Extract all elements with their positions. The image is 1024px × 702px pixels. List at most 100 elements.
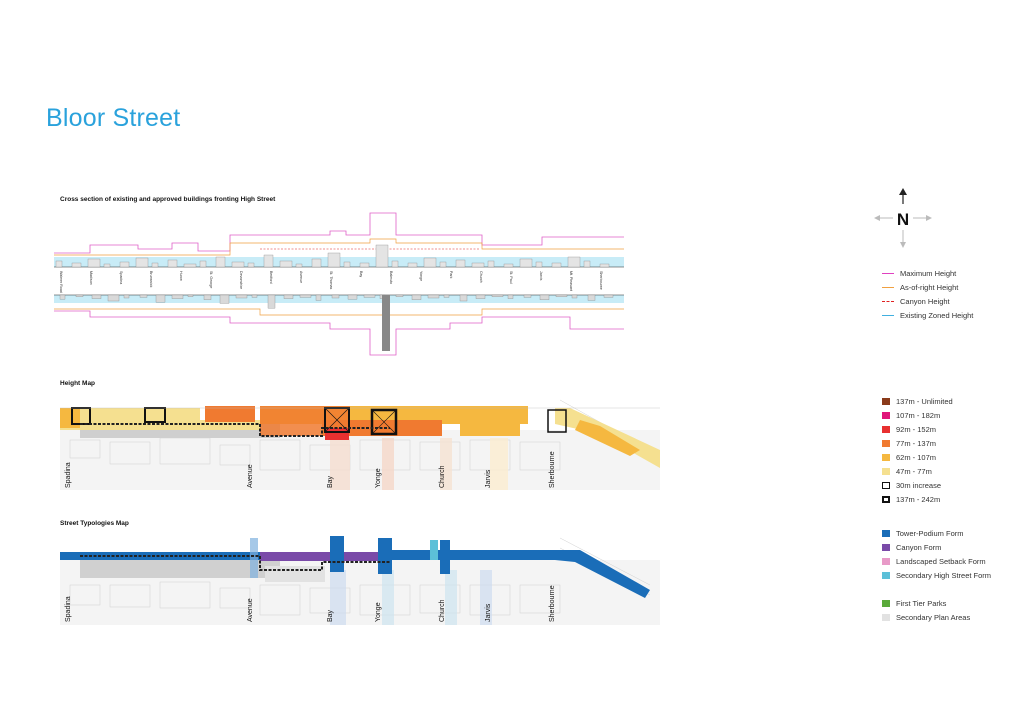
legend-item: Secondary High Street Form [882,568,991,582]
building-silhouette [171,294,184,299]
building-silhouette [215,256,226,268]
building-silhouette [523,294,532,298]
legend-item: Canyon Form [882,540,991,554]
street-label: Brunswick [149,271,153,288]
legend-item: Landscaped Setback Form [882,554,991,568]
legend-label: 107m - 182m [896,410,941,420]
street-label: Church [479,271,483,283]
building-silhouette [471,262,485,268]
street-label: Jarvis [539,271,543,281]
street-label: Park [449,271,453,279]
street-label: Madison [89,271,93,285]
yonge-tower-silhouette [382,295,390,351]
building-silhouette [151,262,159,268]
building-silhouette [315,294,322,301]
building-silhouette [487,260,495,268]
legend-color-swatch [882,599,890,607]
legend-item: Tower-Podium Form [882,526,991,540]
legend-color-swatch [882,481,890,489]
legend-line-swatch [882,300,894,302]
building-silhouette [423,257,437,268]
building-silhouette [491,294,504,297]
building-silhouette [391,260,399,268]
legend-label: Maximum Height [900,268,957,278]
map-street-label: Sherbourne [549,451,556,488]
street-label: Yonge [419,271,423,281]
street-label: Balmuto [389,271,393,284]
building-silhouette [299,294,312,298]
street-label: St. Thomas [329,271,333,290]
building-silhouette [343,261,351,268]
building-silhouette [167,259,178,268]
building-silhouette [427,294,440,299]
typology-bands [60,536,650,598]
building-silhouette [327,252,341,268]
typology-map-base-grid [60,537,660,625]
legend-label: 77m - 137m [896,438,937,448]
legend-item: As-of-right Height [882,280,973,294]
building-silhouette [539,294,550,300]
legend-line-swatch [882,286,894,288]
building-silhouette [155,294,166,303]
building-silhouette [555,294,568,297]
building-silhouette [571,294,578,299]
cross-section-buildings [55,244,614,351]
map-street-label: Avenue [247,464,254,488]
legend-item: 92m - 152m [882,422,953,436]
building-silhouette [459,294,468,302]
legend-label: Secondary Plan Areas [896,612,971,622]
map-street-label: Yonge [375,602,382,622]
building-silhouette [439,261,447,268]
building-silhouette [587,294,596,301]
page-title: Bloor Street [46,104,181,132]
legend-color-swatch [882,571,890,579]
legend-label: Existing Zoned Height [900,310,974,320]
street-label: Avenue [299,271,303,283]
legend-item: 107m - 182m [882,408,953,422]
building-silhouette [203,294,212,300]
legend-item: 77m - 137m [882,436,953,450]
street-label: Devonshire [239,271,243,289]
building-silhouette [519,258,533,268]
building-silhouette [199,260,207,268]
street-label: Huron [179,271,183,281]
height-map-title: Height Map [60,380,96,387]
building-silhouette [187,294,194,297]
map-street-label: Church [439,465,446,488]
legend-label: Tower-Podium Form [896,528,964,538]
building-silhouette [91,294,102,299]
building-silhouette [119,261,130,268]
legend-item: Secondary Plan Areas [882,610,970,624]
legend-label: 92m - 152m [896,424,937,434]
height-map-base-grid [60,399,660,490]
building-silhouette [507,294,514,299]
building-silhouette [103,263,111,268]
secondary-plan-boundary [80,423,390,437]
legend-color-swatch [882,425,890,433]
legend-color-swatch [882,439,890,447]
building-silhouette [535,261,543,268]
building-silhouette [599,263,610,268]
building-silhouette [551,262,562,268]
map-street-label: Bay [327,609,334,622]
building-silhouette [251,294,258,298]
compass-letter: N [897,210,909,229]
building-silhouette [567,256,581,268]
legend-label: Canyon Form [896,542,942,552]
street-label: Mt. Pleasant [569,271,573,291]
building-silhouette [455,259,466,268]
building-silhouette [359,262,370,268]
legend-item: First Tier Parks [882,596,970,610]
legend-color-swatch [882,453,890,461]
legend-item: 137m - 242m [882,492,953,506]
street-label: Sherbourne [599,271,603,290]
legend-label: 47m - 77m [896,466,932,476]
building-silhouette [295,263,303,268]
legend-label: 137m - Unlimited [896,396,953,406]
